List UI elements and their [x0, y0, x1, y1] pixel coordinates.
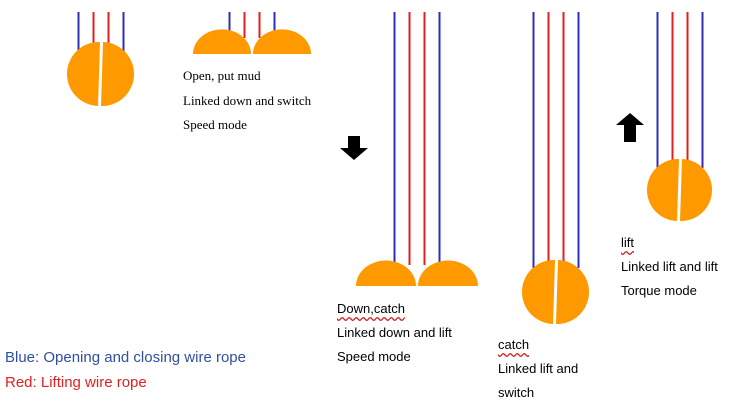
stage-4-label-3: switch [498, 385, 535, 400]
stage-4-right-jaw [556, 260, 590, 325]
stage-5-closed-grab [646, 12, 713, 222]
stage-3-label-3: Speed mode [337, 349, 411, 364]
stage-4-label-1: catch [498, 338, 529, 351]
stage-5-left-jaw [646, 158, 679, 221]
stage-1-closed-grab [66, 12, 135, 107]
stage-5-label-2: Linked lift and lift [621, 259, 718, 274]
stage-3-label-1: Down,catch [337, 302, 405, 315]
stage-2-left-jaw [193, 29, 251, 54]
up-arrow-icon [616, 113, 644, 142]
stage-1-left-jaw [66, 41, 100, 107]
stage-4-label-2: Linked lift and [498, 361, 579, 376]
stage-1-right-jaw [101, 42, 135, 107]
stage-3-label-2: Linked down and lift [337, 325, 452, 340]
legend-blue-opening-rope: Blue: Opening and closing wire rope [5, 349, 246, 366]
stage-4-label-1-text: catch [498, 337, 530, 352]
stage-3-right-jaw [418, 260, 478, 286]
stage-2-open-grab [193, 12, 311, 54]
stage-5-label-1: lift [621, 236, 634, 249]
stage-5-label-3: Torque mode [621, 283, 697, 298]
stage-5-jaw-fill [676, 159, 679, 221]
stage-5-label-1-text: lift [621, 235, 634, 250]
stage-2-label-3: Speed mode [183, 117, 247, 132]
stage-2-right-jaw [253, 29, 311, 54]
legend-red-lifting-rope: Red: Lifting wire rope [5, 374, 147, 391]
down-arrow-icon [340, 136, 368, 160]
stage-3-left-jaw [356, 260, 416, 286]
stage-5-right-jaw [680, 159, 713, 222]
stage-2-label-2: Linked down and switch [183, 93, 312, 108]
stage-2-label-1: Open, put mud [183, 68, 261, 83]
stage-3-label-1-text: Down,catch [337, 301, 405, 316]
stage-4-closed-grab [521, 12, 590, 325]
stage-1-jaw-fill [97, 42, 100, 106]
stage-4-left-jaw [521, 259, 555, 324]
stage-4-jaw-fill [552, 260, 555, 324]
stage-3-open-grab [356, 12, 478, 286]
